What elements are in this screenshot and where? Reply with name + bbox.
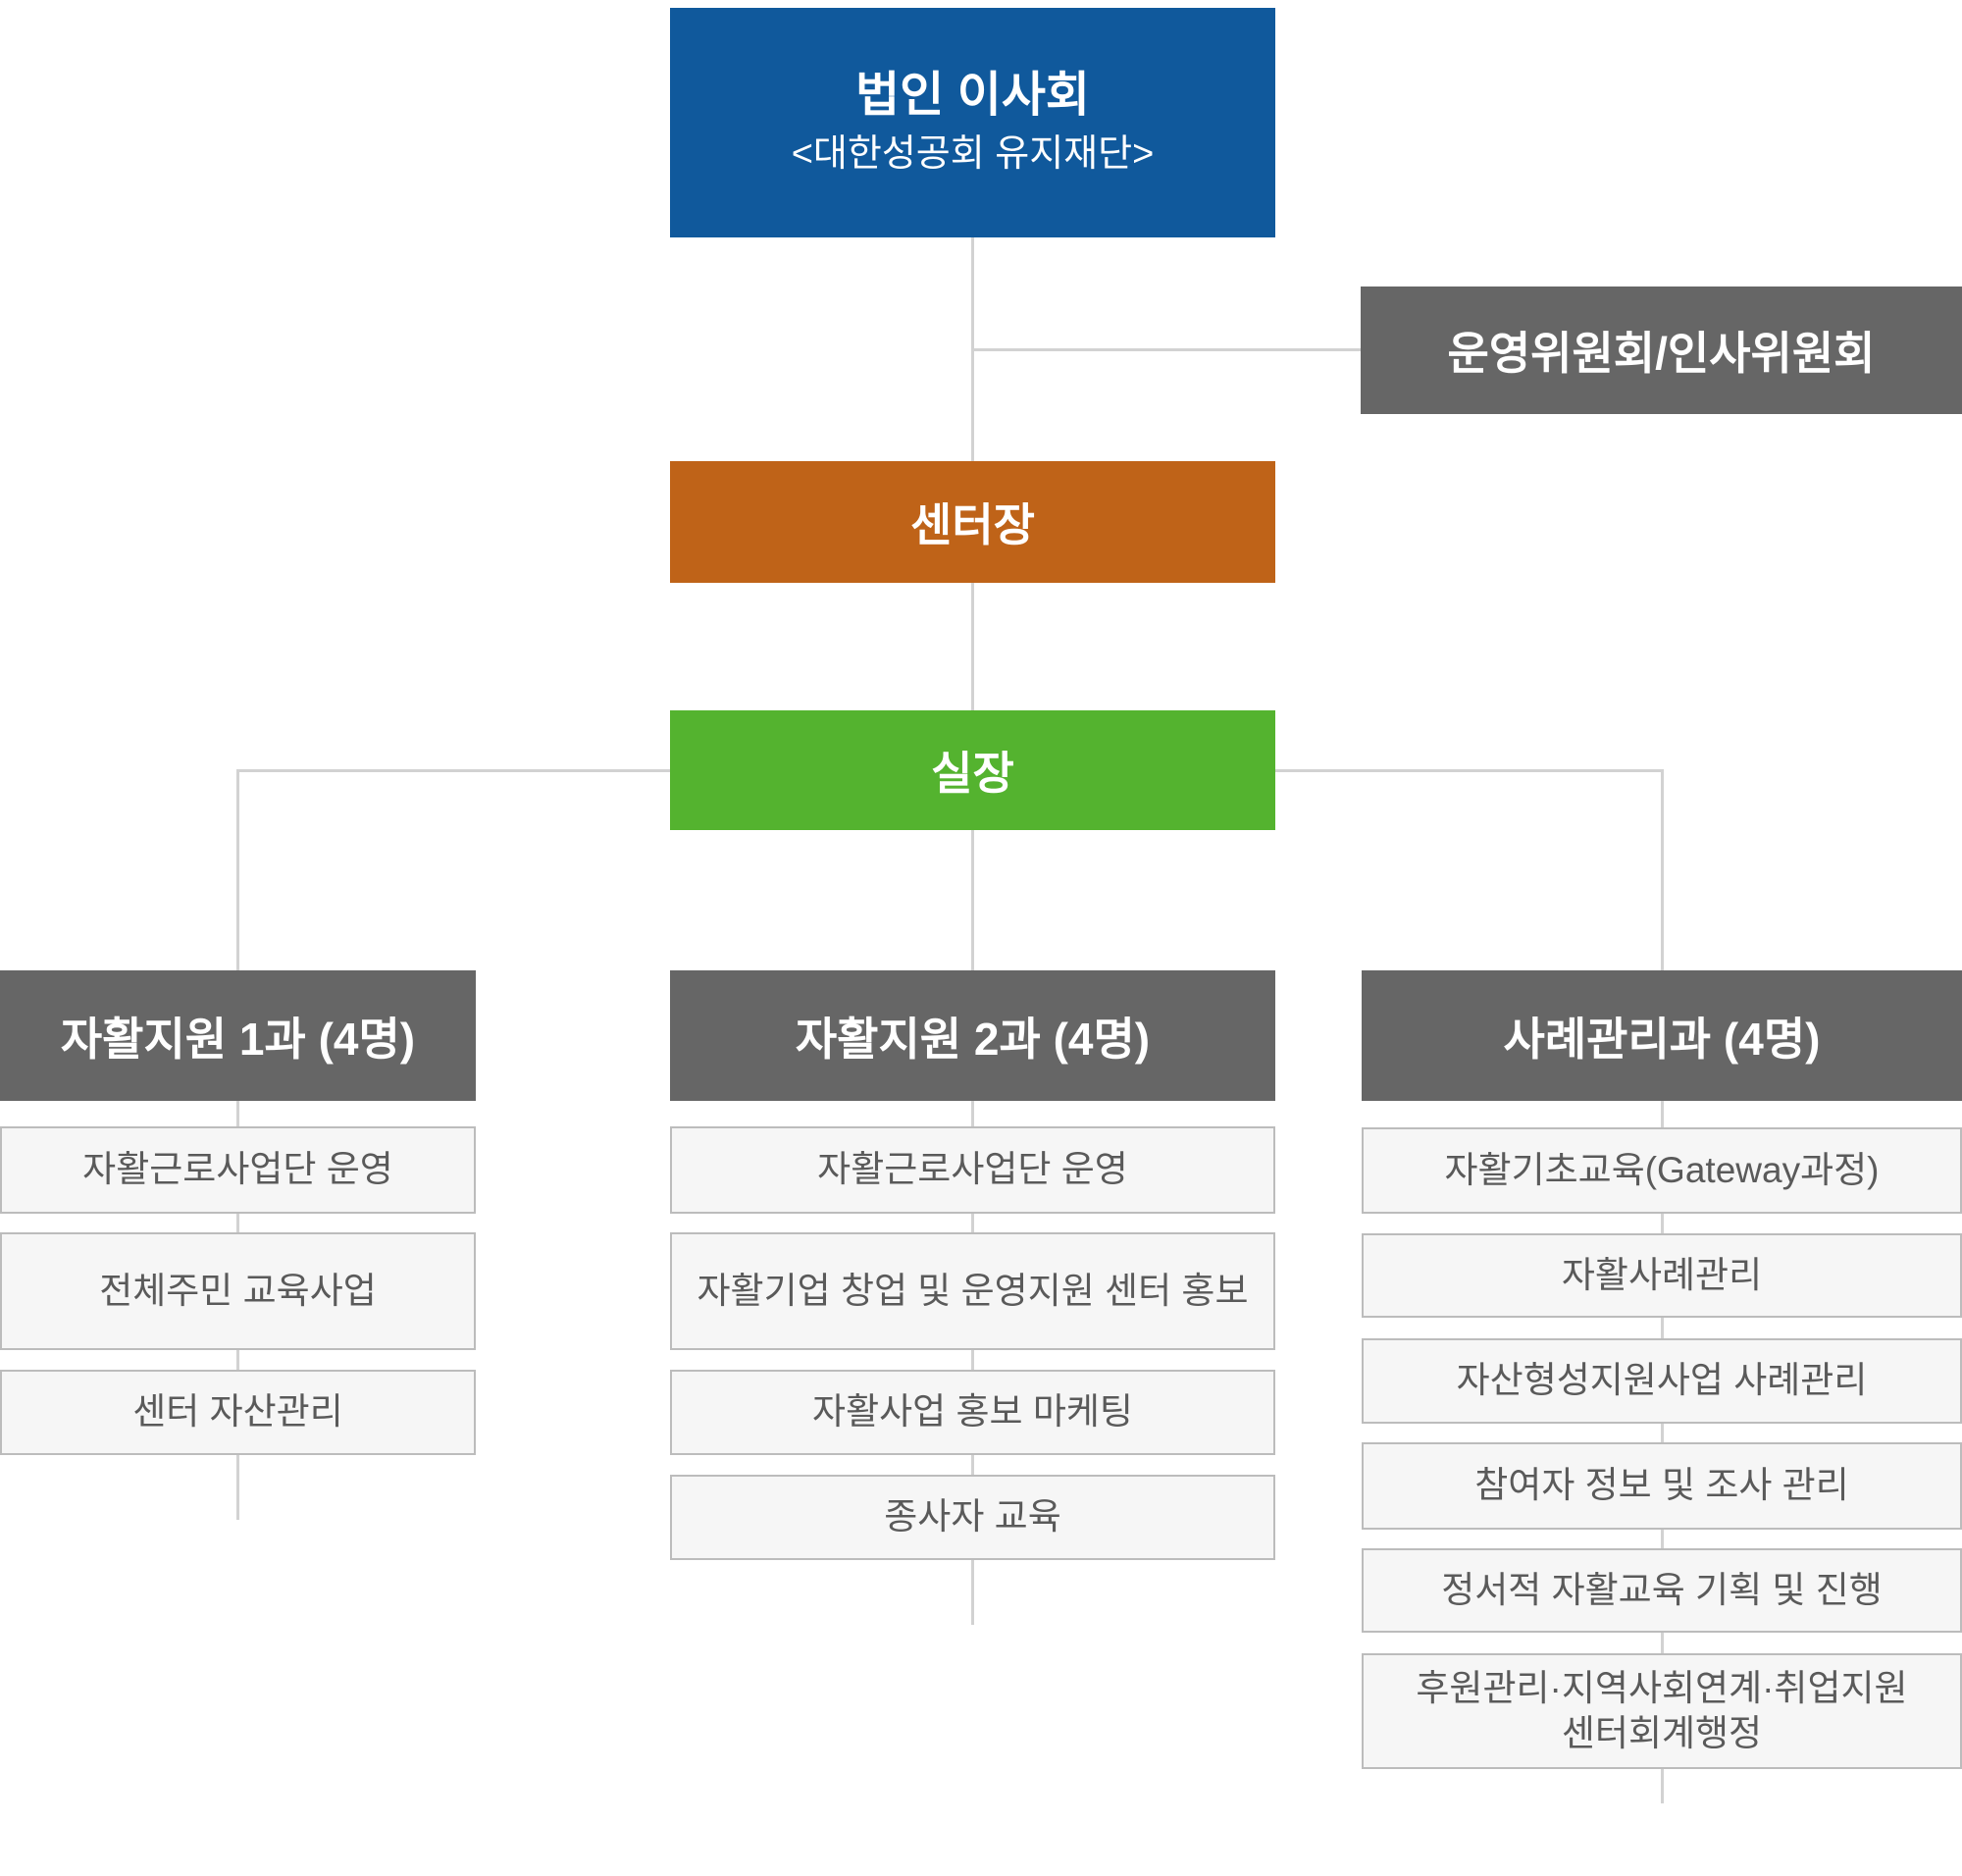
department-3-item-3: 자산형성지원사업 사례관리 bbox=[1362, 1338, 1962, 1424]
connector-committee-branch bbox=[972, 348, 1361, 351]
director-box: 센터장 bbox=[670, 461, 1275, 583]
department-column-1: 자활지원 1과 (4명) 자활근로사업단 운영 전체주민 교육사업 센터 자산관… bbox=[0, 970, 476, 1520]
department-1-header: 자활지원 1과 (4명) bbox=[0, 970, 476, 1101]
board-box: 법인 이사회 <대한성공회 유지재단> bbox=[670, 8, 1275, 237]
department-2-item-3: 자활사업 홍보 마케팅 bbox=[670, 1370, 1275, 1455]
department-2-item-4: 종사자 교육 bbox=[670, 1475, 1275, 1560]
department-column-3: 사례관리과 (4명) 자활기초교육(Gateway과정) 자활사례관리 자산형성… bbox=[1362, 970, 1962, 1803]
board-title: 법인 이사회 bbox=[854, 68, 1090, 122]
department-2-header: 자활지원 2과 (4명) bbox=[670, 970, 1275, 1101]
connector-main-spine bbox=[971, 237, 974, 970]
department-1-item-3: 센터 자산관리 bbox=[0, 1370, 476, 1455]
connector-department-1-drop bbox=[236, 769, 239, 970]
connector-department-3-drop bbox=[1661, 769, 1664, 970]
department-1-item-1: 자활근로사업단 운영 bbox=[0, 1126, 476, 1214]
department-3-item-1: 자활기초교육(Gateway과정) bbox=[1362, 1127, 1962, 1214]
board-subtitle: <대한성공회 유지재단> bbox=[791, 132, 1155, 175]
committee-box: 운영위원회/인사위원회 bbox=[1361, 287, 1962, 414]
chief-box: 실장 bbox=[670, 710, 1275, 830]
department-column-2: 자활지원 2과 (4명) 자활근로사업단 운영 자활기업 창업 및 운영지원 센… bbox=[670, 970, 1275, 1625]
department-2-item-1: 자활근로사업단 운영 bbox=[670, 1126, 1275, 1214]
department-1-item-2: 전체주민 교육사업 bbox=[0, 1232, 476, 1350]
department-3-item-4: 참여자 정보 및 조사 관리 bbox=[1362, 1442, 1962, 1530]
connector-column-2-line bbox=[971, 1098, 974, 1625]
department-3-item-2: 자활사례관리 bbox=[1362, 1233, 1962, 1318]
department-3-item-5: 정서적 자활교육 기획 및 진행 bbox=[1362, 1548, 1962, 1633]
department-3-item-6: 후원관리·지역사회연계·취업지원 센터회계행정 bbox=[1362, 1653, 1962, 1769]
department-3-header: 사례관리과 (4명) bbox=[1362, 970, 1962, 1101]
department-2-item-2: 자활기업 창업 및 운영지원 센터 홍보 bbox=[670, 1232, 1275, 1350]
